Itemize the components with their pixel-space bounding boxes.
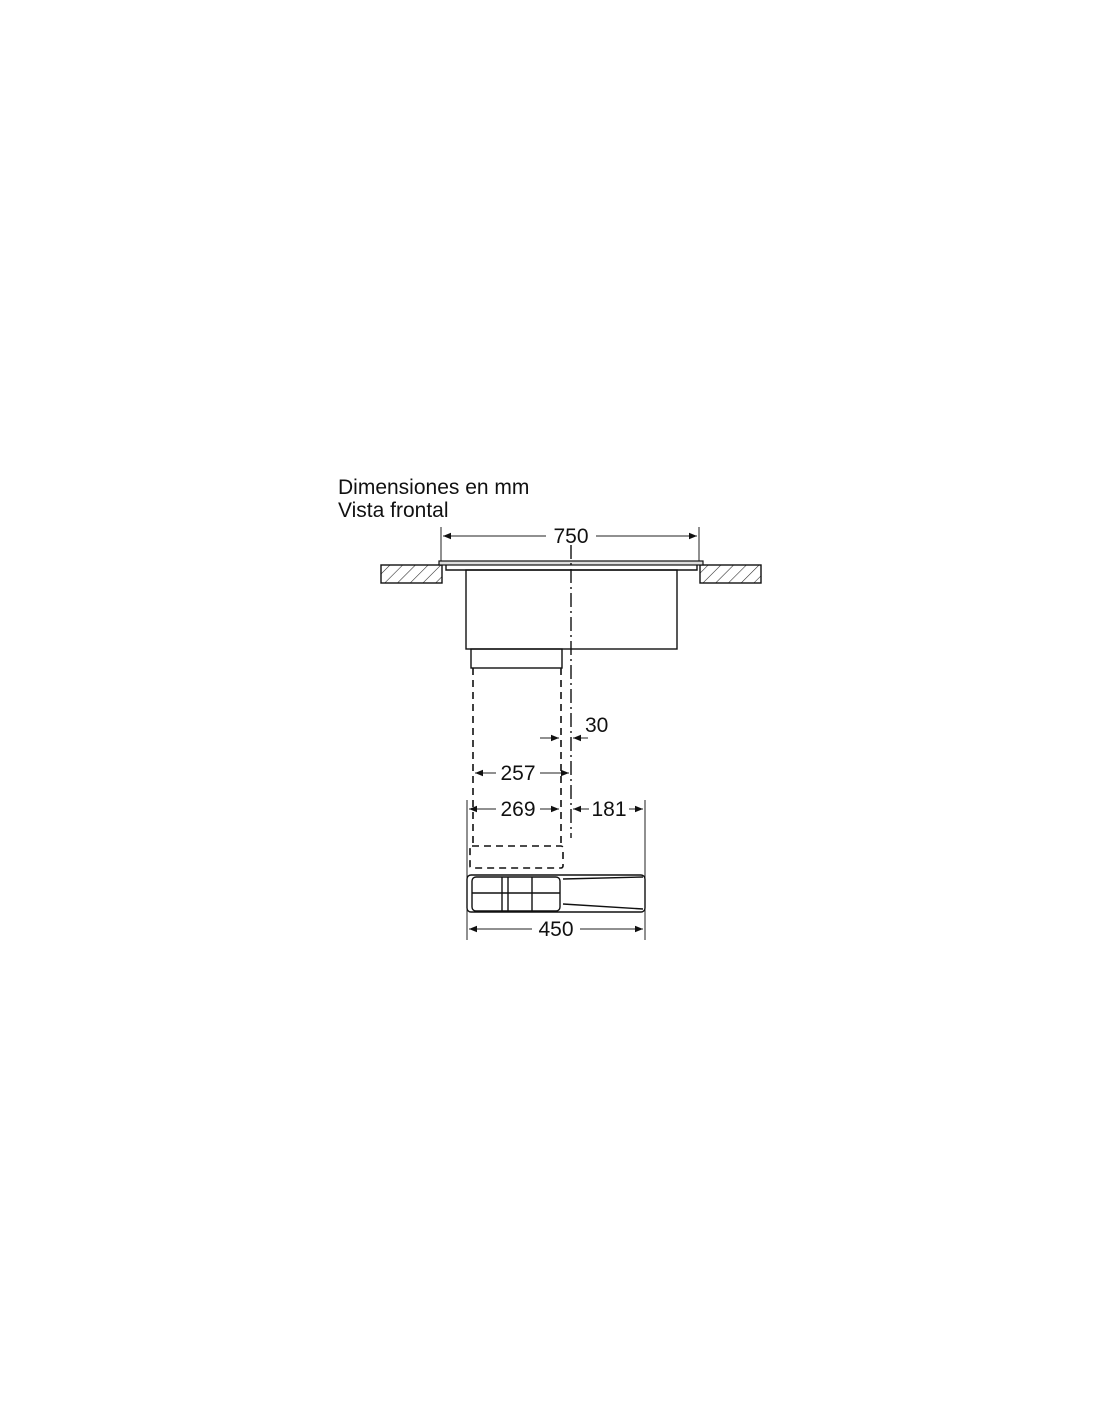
- duct-connector: [469, 845, 564, 869]
- dimension-269: 269: [469, 798, 559, 821]
- dimension-label: 450: [538, 918, 573, 941]
- dimension-label: 181: [591, 798, 626, 821]
- diagram-title: Dimensiones en mm: [338, 476, 529, 499]
- dimension-181: 181: [573, 798, 643, 821]
- motor-unit: [466, 874, 646, 913]
- dimension-label: 750: [553, 525, 588, 548]
- dimension-label: 30: [585, 714, 608, 737]
- dimension-750: 750: [440, 525, 700, 562]
- dimension-label: 269: [500, 798, 535, 821]
- countertop-right: [699, 564, 762, 584]
- dimension-label: 257: [500, 762, 535, 785]
- view-label: Vista frontal: [338, 499, 449, 522]
- dimension-450: 450: [469, 918, 643, 941]
- countertop-left: [380, 564, 443, 584]
- dimension-30: 30: [540, 714, 608, 742]
- dimension-257: 257: [475, 762, 569, 785]
